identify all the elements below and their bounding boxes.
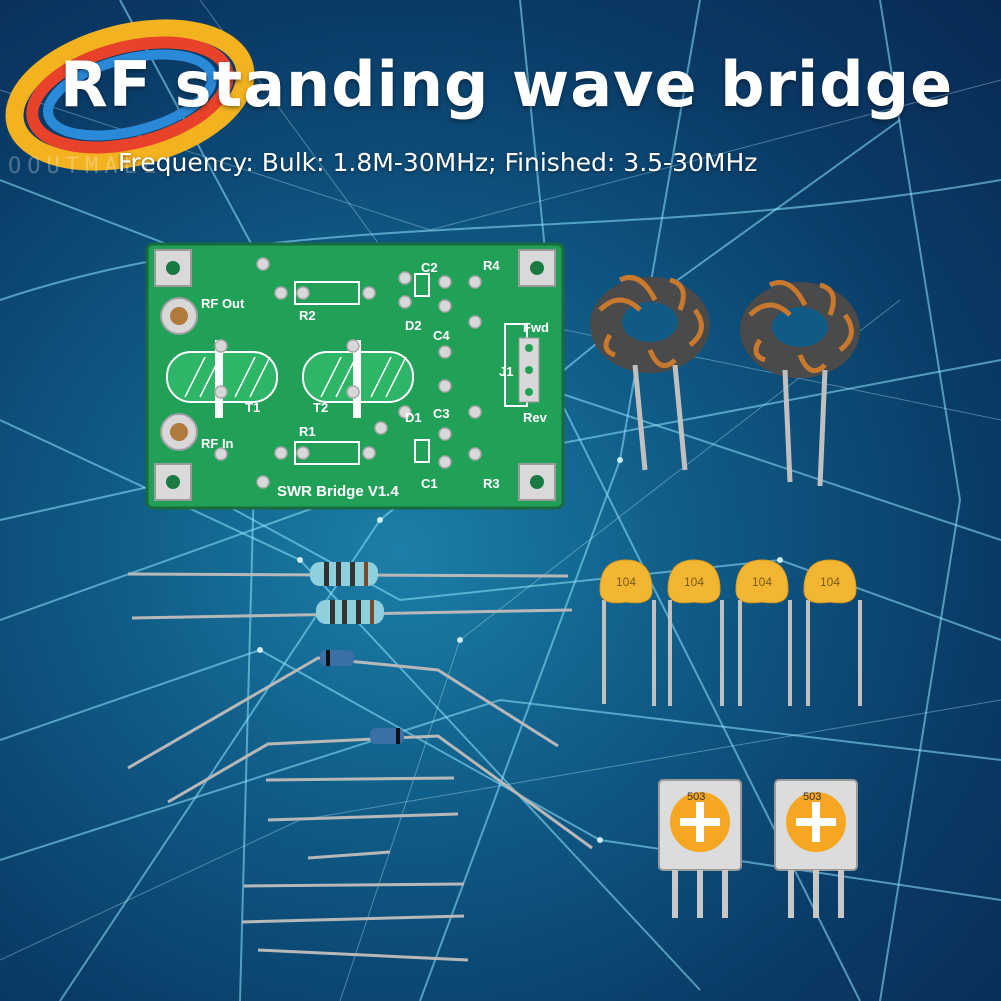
potentiometer-right-marking: 503: [803, 791, 821, 803]
capacitor-1-marking: 104: [616, 575, 636, 589]
label-fwd: Fwd: [523, 320, 549, 335]
label-board-name: SWR Bridge V1.4: [277, 483, 399, 500]
swr-bridge-pcb: RF Out RF In R2 R1 R4 R3 C2 C4 C3 C1 D2 …: [145, 242, 565, 510]
resistors-and-diodes: [127, 562, 593, 962]
potentiometer-right: 503: [774, 779, 858, 918]
label-c3: C3: [433, 406, 450, 421]
label-d1: D1: [405, 410, 422, 425]
label-rf-out: RF Out: [201, 296, 245, 311]
page-title: RF standing wave bridge: [60, 48, 954, 121]
label-j1: J1: [499, 364, 513, 379]
trimmer-potentiometers: 503 503: [658, 779, 858, 918]
label-r3: R3: [483, 476, 500, 491]
label-r4: R4: [483, 258, 500, 273]
diode-2: [370, 728, 404, 744]
watermark-text: OOUTMALL: [8, 154, 162, 179]
toroid-right: [740, 280, 860, 487]
label-d2: D2: [405, 318, 422, 333]
label-rev: Rev: [523, 410, 548, 425]
label-t2: T2: [313, 400, 328, 415]
label-c4: C4: [433, 328, 450, 343]
toroid-transformers: [590, 275, 860, 487]
capacitor-2-marking: 104: [684, 575, 704, 589]
label-rf-in: RF In: [201, 436, 234, 451]
label-c2: C2: [421, 260, 438, 275]
brand-logo: [5, 19, 255, 171]
toroid-left: [590, 275, 710, 471]
label-r2: R2: [299, 308, 316, 323]
label-r1: R1: [299, 424, 316, 439]
label-t1: T1: [245, 400, 260, 415]
page-subtitle: Frequency: Bulk: 1.8M-30MHz; Finished: 3…: [118, 148, 758, 177]
capacitor-4-marking: 104: [820, 575, 840, 589]
diode-1: [320, 650, 354, 666]
potentiometer-left-marking: 503: [687, 791, 705, 803]
label-c1: C1: [421, 476, 438, 491]
resistor-2: [316, 600, 384, 624]
resistor-1: [310, 562, 378, 586]
potentiometer-left: 503: [658, 779, 742, 918]
capacitor-3-marking: 104: [752, 575, 772, 589]
ceramic-capacitors: 104 104 104 104: [599, 559, 862, 706]
